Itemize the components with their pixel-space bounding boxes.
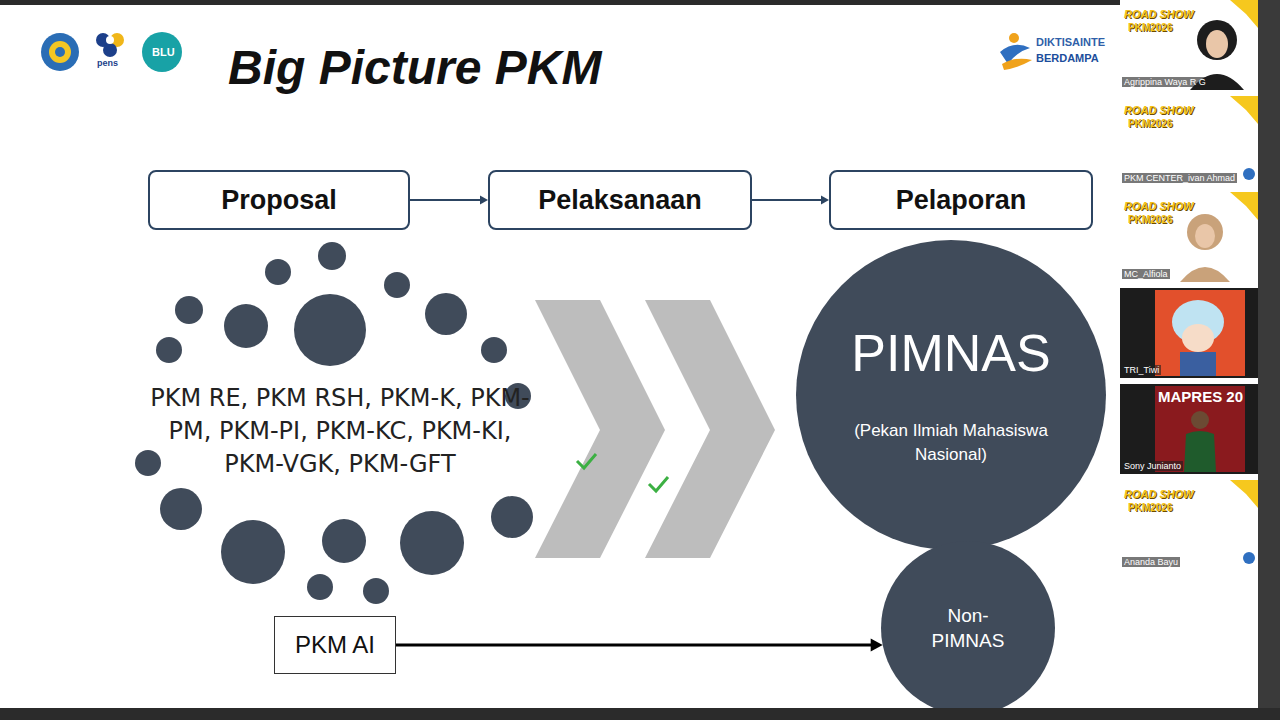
check-mark: [577, 454, 596, 468]
connector-arrow: [410, 196, 488, 205]
tile-banner: PKM2026: [1128, 22, 1172, 33]
tile-banner: ROAD SHOW: [1124, 488, 1194, 500]
participant-tile: [1120, 384, 1258, 474]
stage-box: Pelaksanaan: [488, 170, 752, 230]
circle-shape: [881, 541, 1055, 715]
ministry-logo: [41, 33, 79, 71]
tile-banner: PKM2026: [1128, 502, 1172, 513]
logo-text: BERDAMPA: [1036, 52, 1099, 64]
window-bottom-bar: [0, 708, 1280, 720]
node-text: Pelaksanaan: [538, 185, 702, 216]
stage-box: Proposal: [148, 170, 410, 230]
connector-arrow: [752, 196, 829, 205]
diktisaintek-logo: [1000, 33, 1032, 70]
tile-banner: ROAD SHOW: [1124, 200, 1194, 212]
side-bar: [1258, 0, 1280, 720]
blu-logo: [142, 32, 182, 72]
connector-line: [410, 199, 482, 201]
tile-banner: ROAD SHOW: [1124, 104, 1194, 116]
participant-name: Ananda Bayu: [1122, 557, 1180, 567]
chevron: [645, 300, 775, 558]
pens-logo: [96, 33, 124, 57]
logo-text: BLU: [152, 46, 175, 58]
circle-outline: [881, 541, 1055, 715]
node-subtext: (Pekan Ilmiah Mahasiswa Nasional): [836, 419, 1066, 467]
tile-banner: PKM2026: [1128, 118, 1172, 129]
node-text: Non-PIMNAS: [923, 603, 1013, 653]
node-text: Pelaporan: [896, 185, 1027, 216]
program-box: PKM AI: [274, 616, 396, 674]
circle-outline: [796, 240, 1106, 550]
logo-text: pens: [97, 58, 118, 68]
logo-text: DIKTISAINTE: [1036, 36, 1105, 48]
chevron: [535, 300, 665, 558]
check-mark: [649, 477, 668, 491]
tile-banner: ROAD SHOW: [1124, 8, 1194, 20]
participant-name: MC_Alfiola: [1122, 269, 1170, 279]
outcome-circle: PIMNAS (Pekan Ilmiah Mahasiswa Nasional): [796, 240, 1106, 550]
participant-name: TRI_Tiwi: [1122, 365, 1161, 375]
arrow-head: [821, 196, 829, 205]
participant-tile: [1120, 192, 1258, 282]
tile-banner: PKM2026: [1128, 214, 1172, 225]
arrow-head: [480, 196, 488, 205]
participant-name: PKM CENTER_ivan Ahmad: [1122, 173, 1237, 183]
participant-tile: [1120, 96, 1258, 186]
participant-tile: [1120, 288, 1258, 378]
connector-line: [396, 644, 873, 647]
circle-shape: [796, 240, 1106, 550]
node-text: Proposal: [221, 185, 337, 216]
slide-title: Big Picture PKM: [228, 40, 601, 95]
connector-line: [752, 199, 823, 201]
node-text: PKM AI: [295, 631, 375, 659]
participant-tile: [1120, 0, 1258, 90]
outcome-circle: Non-PIMNAS: [881, 541, 1055, 715]
top-bar: [0, 0, 1280, 5]
participant-tile: [1120, 480, 1258, 570]
stage-box: Pelaporan: [829, 170, 1093, 230]
program-list: PKM RE, PKM RSH, PKM-K, PKM-PM, PKM-PI, …: [140, 382, 540, 481]
arrow-head: [871, 638, 883, 651]
node-text: PIMNAS: [851, 323, 1050, 383]
tile-banner: MAPRES 20: [1158, 388, 1243, 405]
connector-arrow: [396, 638, 883, 651]
participant-name: Sony Junianto: [1122, 461, 1183, 471]
participant-name: Agrippina Waya R G: [1122, 77, 1208, 87]
